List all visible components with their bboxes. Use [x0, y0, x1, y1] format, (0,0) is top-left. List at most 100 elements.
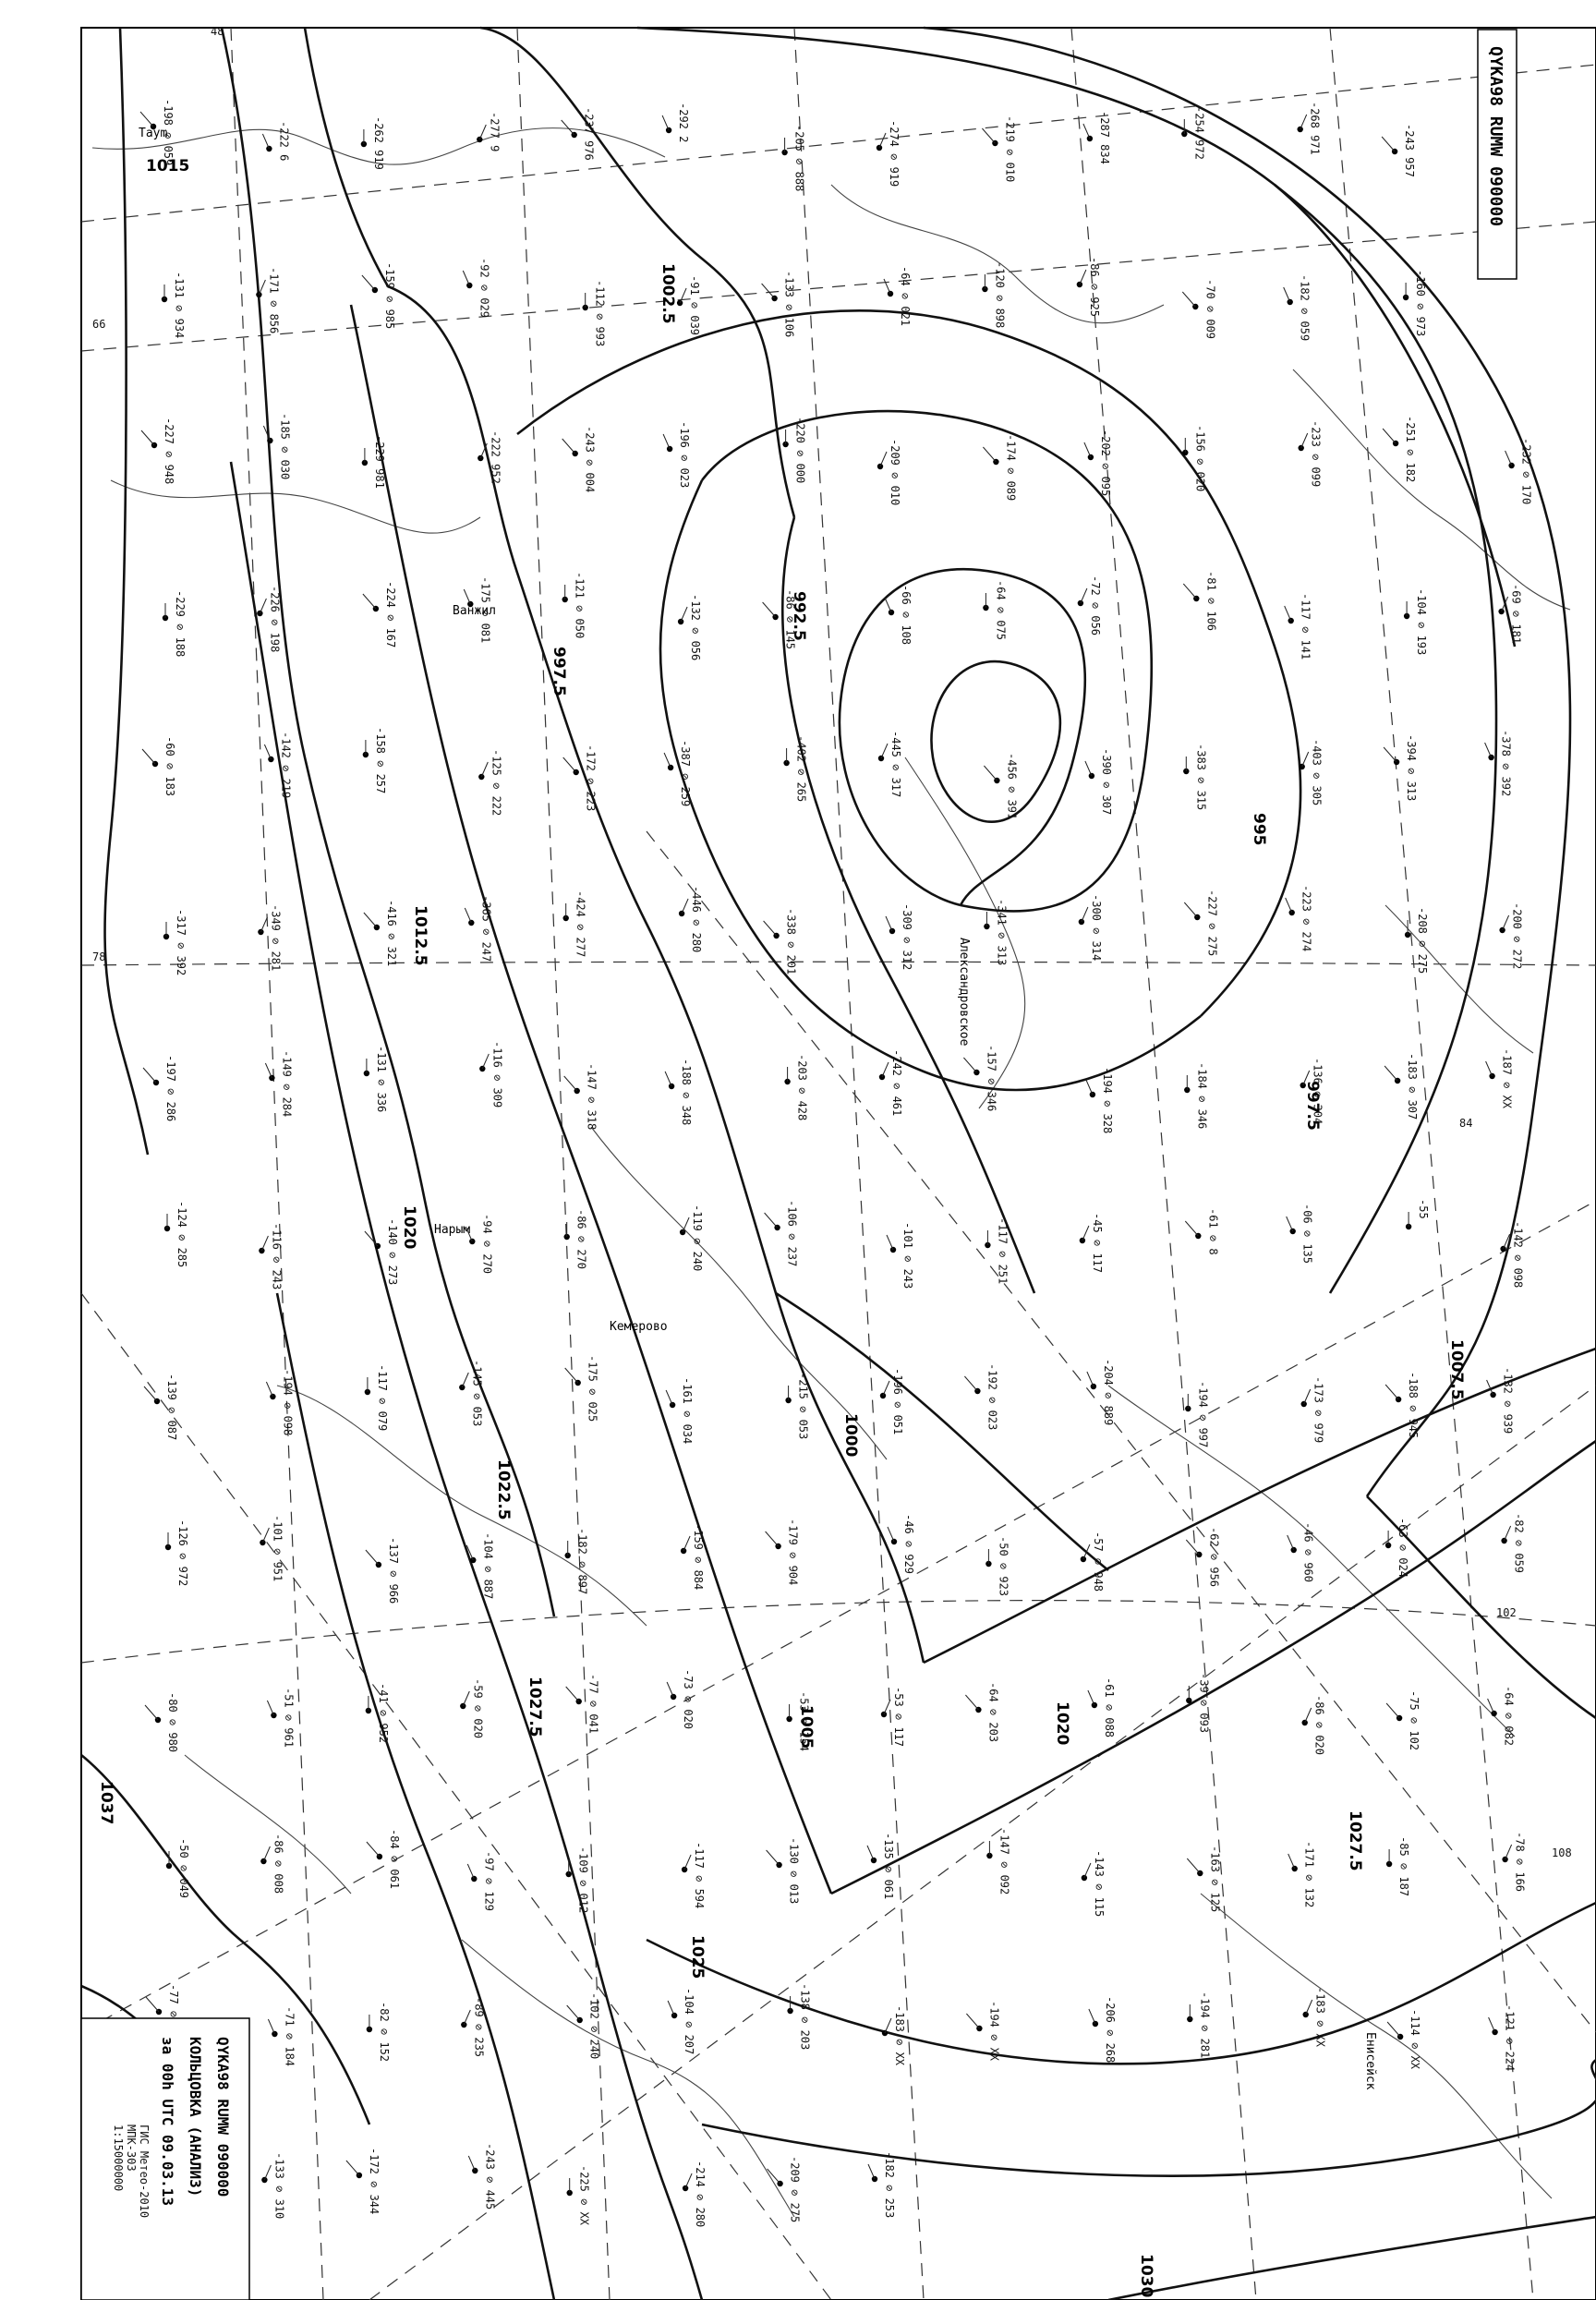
- wind-barb: [1080, 587, 1088, 604]
- station-value: -139 ⊘ 087: [165, 1374, 178, 1440]
- wind-barb: [145, 1996, 160, 2013]
- station-value: -206 ⊘ 268: [1104, 1996, 1117, 2063]
- wind-barb: [143, 1386, 158, 1402]
- station-value: -187 ⊘ XX: [1501, 1048, 1514, 1109]
- wind-barb: [1183, 902, 1198, 918]
- wind-barb: [262, 425, 271, 442]
- station-value: -46 ⊘ 960: [1302, 1522, 1315, 1582]
- station-value: -147 ⊘ 318: [586, 1063, 598, 1130]
- wind-barb: [665, 1389, 673, 1406]
- station-value: -97 ⊘ 129: [482, 1851, 495, 1911]
- wind-barb: [1381, 136, 1396, 152]
- wind-barb: [1186, 1858, 1201, 1874]
- station-value: -80 ⊘ 980: [166, 1692, 179, 1752]
- wind-barb: [260, 916, 268, 933]
- wind-barb: [264, 1062, 272, 1079]
- wind-barb: [763, 920, 777, 937]
- station-value: -117 ⊘ 594: [693, 1842, 706, 1908]
- wind-barb: [1487, 1698, 1495, 1714]
- isobar-label: 1037: [97, 1781, 115, 1824]
- wind-barb: [261, 133, 270, 150]
- wind-barb: [964, 1375, 978, 1392]
- station-value: -227 ⊘ 275: [1205, 890, 1218, 956]
- station-value: -174 ⊘ 089: [1004, 434, 1017, 501]
- wind-barb: [883, 1699, 891, 1715]
- wind-barb: [663, 752, 671, 769]
- wind-barb: [1086, 1371, 1094, 1387]
- station-value: -112 ⊘ 993: [594, 280, 607, 346]
- wind-barb: [767, 2168, 780, 2185]
- wind-barb: [1185, 1539, 1200, 1556]
- wind-barb: [462, 270, 470, 286]
- wind-barb: [1505, 1844, 1513, 1860]
- station-value: -446 ⊘ 280: [690, 886, 703, 952]
- credit-line: МПК-303: [125, 2124, 138, 2172]
- isobar-labels: 1015 1002.5 997.5 992.5 995 997.5 1007.5…: [97, 157, 1466, 2297]
- station-plots: -198 ⊘ 059-222 6-262 919-277 9-237 976-2…: [139, 99, 1533, 2227]
- grid-label: 78: [92, 950, 105, 963]
- station-value: -72 ⊘ 056: [1089, 575, 1102, 636]
- station-value: -124 ⊘ 285: [175, 1201, 188, 1267]
- isobars: [80, 26, 1596, 2300]
- wind-barb: [680, 606, 688, 623]
- station-value: -183 ⊘ 307: [1406, 1053, 1419, 1120]
- wind-barb: [1182, 583, 1197, 599]
- wind-barb: [564, 1367, 579, 1384]
- wind-barb: [140, 430, 155, 446]
- isobar-label: 1002.5: [659, 263, 677, 324]
- station-value: -82 ⊘ 152: [378, 2002, 391, 2062]
- station-value: -64 ⊘ 075: [994, 580, 1007, 640]
- place-name: Ванжил: [453, 604, 496, 618]
- wind-barb: [1284, 605, 1292, 622]
- wind-barb: [1501, 596, 1509, 612]
- credit-line: 1:15000000: [112, 2124, 125, 2191]
- wind-barb: [267, 2018, 275, 2035]
- wind-barb: [878, 132, 887, 149]
- station-value: -242 ⊘ 461: [890, 1049, 903, 1116]
- place-name: Енисейск: [1363, 2032, 1377, 2090]
- wind-barb: [566, 2004, 581, 2021]
- station-value: -116 ⊘ 243: [270, 1223, 283, 1289]
- place-names: Тaym Александровское Нарым Ванжил Кемеро…: [139, 127, 1377, 2090]
- station-value: -94 ⊘ 270: [480, 1214, 493, 1274]
- station-value: -172 ⊘ 344: [368, 2148, 381, 2214]
- station-value: -159 ⊘ 985: [383, 262, 396, 329]
- wind-barb: [1300, 432, 1309, 449]
- station-value: -341 ⊘ 313: [995, 899, 1008, 965]
- isobar-label: 997.5: [1303, 1081, 1322, 1131]
- wind-barb: [666, 1681, 674, 1698]
- wind-barb: [561, 119, 575, 136]
- wind-barb: [884, 2017, 892, 2034]
- wind-barb: [262, 1846, 271, 1862]
- wind-barb: [1286, 1216, 1294, 1232]
- station-dot: [1488, 754, 1494, 761]
- wind-barb: [1287, 1534, 1295, 1551]
- station-value: -229 ⊘ 188: [174, 590, 187, 657]
- station-dot: [260, 1539, 266, 1546]
- wind-barb: [1382, 428, 1396, 444]
- wind-barb: [1502, 914, 1510, 931]
- station-value: -135 ⊘ 061: [882, 1833, 895, 1899]
- wind-barb: [1505, 450, 1513, 466]
- wind-barb: [1082, 1225, 1090, 1241]
- wind-barb: [361, 274, 376, 291]
- wind-barb: [466, 1544, 474, 1561]
- isobar-label: 1000: [841, 1413, 860, 1457]
- station-value: -243 ⊘ 004: [584, 426, 597, 492]
- wind-barb: [563, 1075, 578, 1092]
- station-dot: [260, 1858, 267, 1865]
- station-value: -208 ⊘ 275: [1416, 907, 1429, 974]
- wind-barb: [885, 915, 893, 932]
- station-value: -132 ⊘ 939: [1502, 1367, 1515, 1434]
- station-value: -41 ⊘ 952: [377, 1683, 390, 1743]
- credit-line: ГИС Метео-2010: [138, 2124, 151, 2218]
- wind-barb: [762, 601, 776, 618]
- wind-barb: [1283, 286, 1291, 303]
- station-value: -64 ⊘ 082: [1503, 1686, 1516, 1746]
- wind-barb: [882, 1380, 890, 1397]
- wind-barb: [1384, 1384, 1399, 1400]
- station-value: -138 ⊘ 203: [799, 1983, 812, 2050]
- wind-barb: [1288, 1853, 1296, 1870]
- station-value: -215 ⊘ 053: [797, 1373, 810, 1439]
- chart-subtitle: за 00h UTC 09.03.13: [159, 2037, 176, 2206]
